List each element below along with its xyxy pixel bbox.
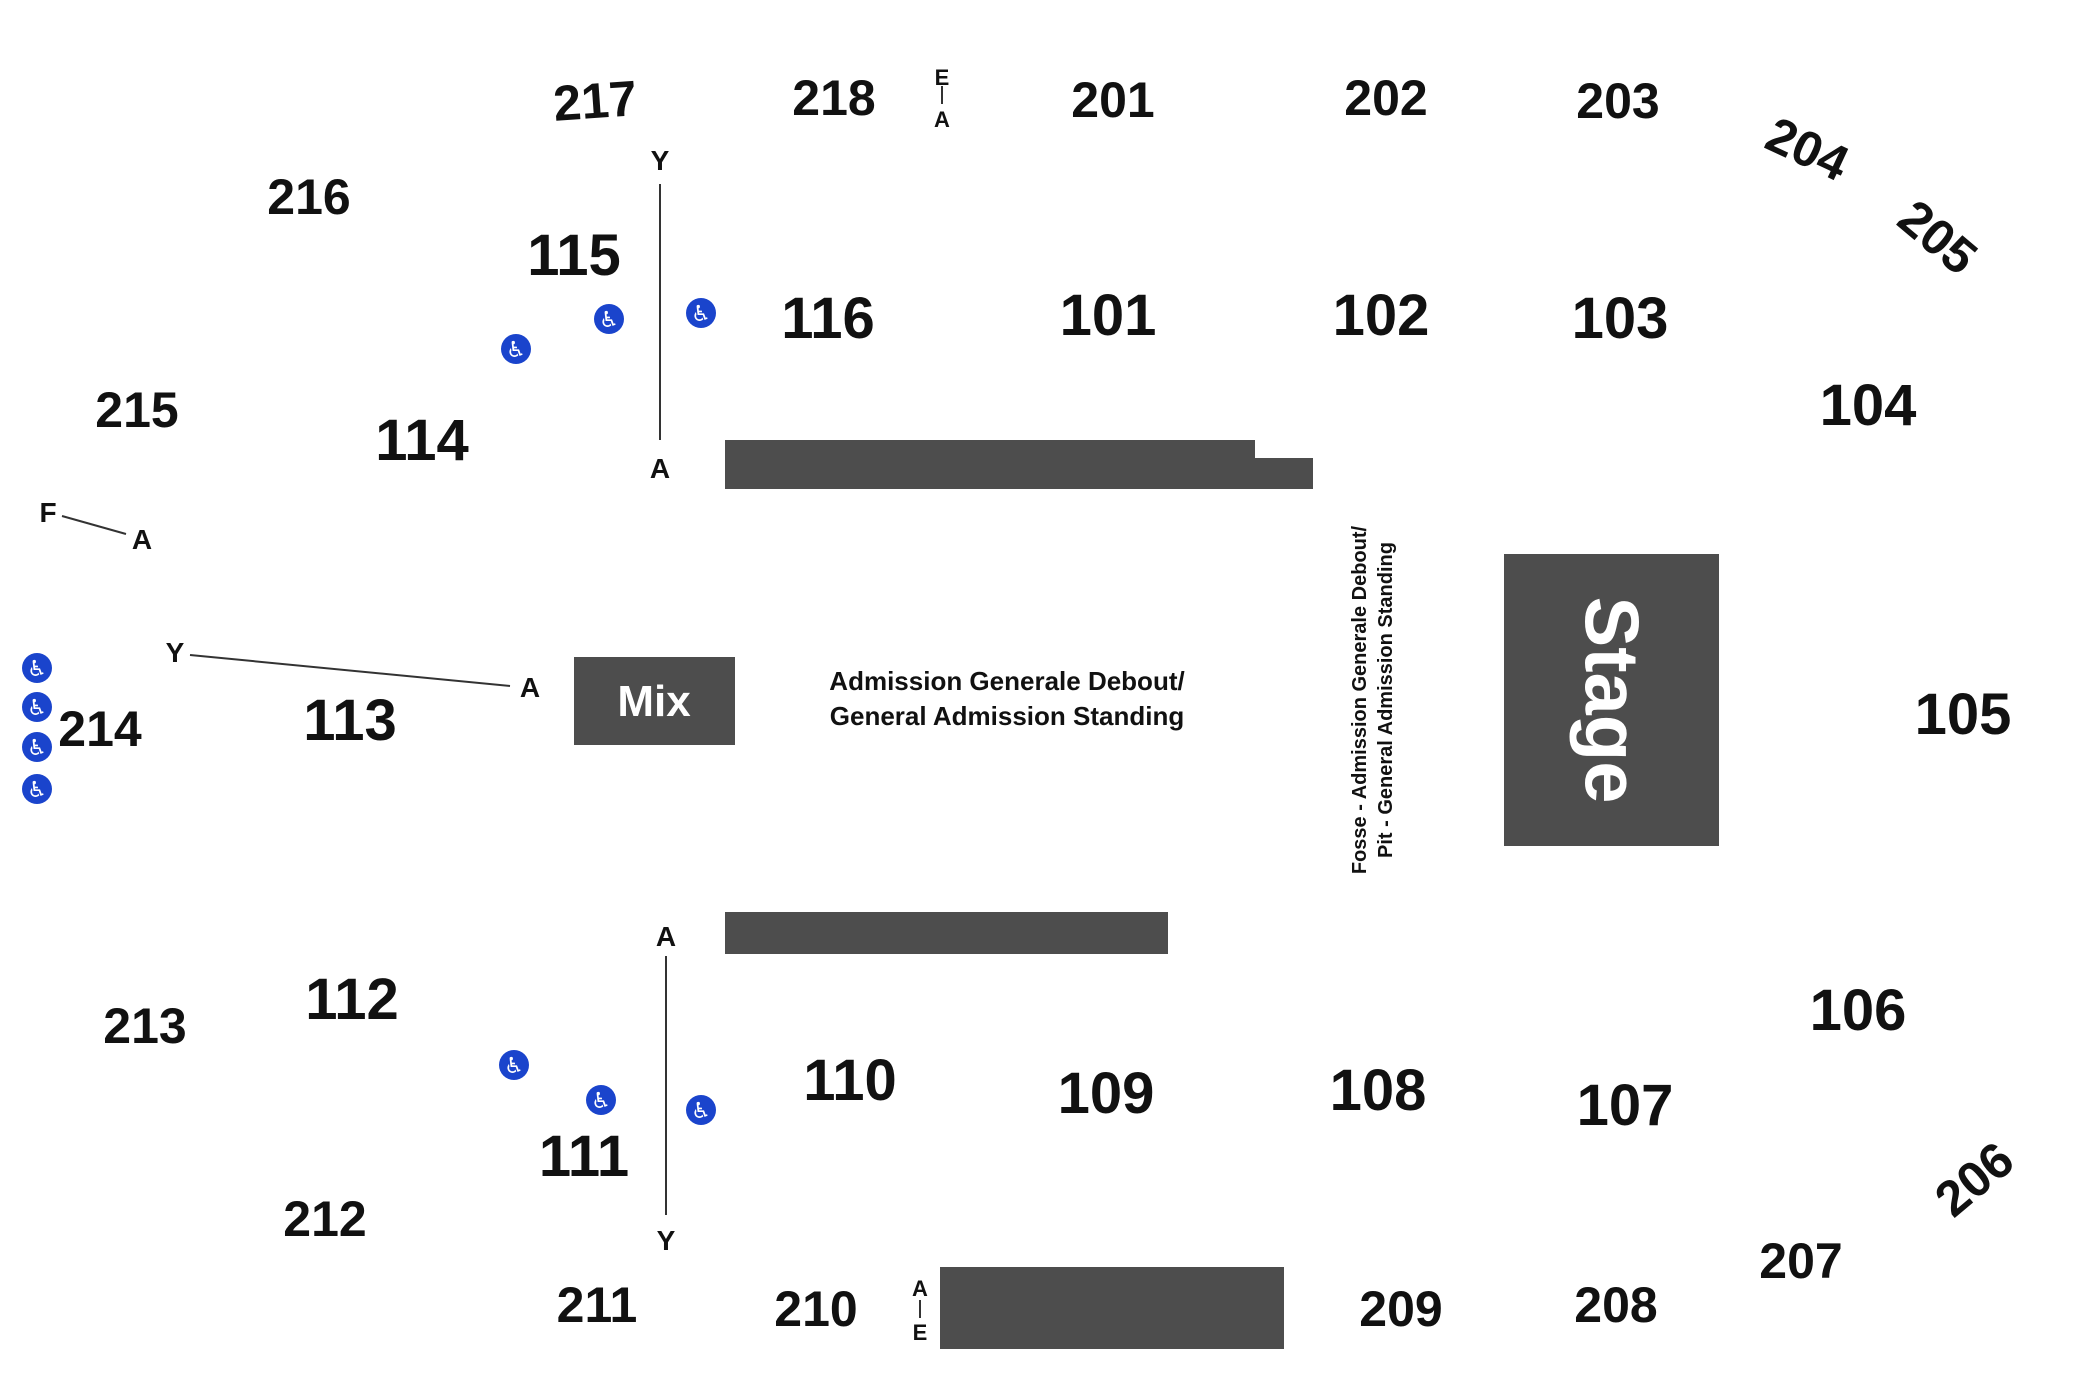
section-103[interactable]: 103 <box>1572 286 1669 351</box>
general-admission-label-line1: Admission Generale Debout/ <box>829 666 1184 696</box>
wheelchair-icon: ♿ <box>22 692 52 722</box>
section-211[interactable]: 211 <box>557 1277 638 1333</box>
svg-text:♿: ♿ <box>504 1054 524 1079</box>
svg-text:♿: ♿ <box>591 1089 611 1114</box>
wheelchair-icon: ♿ <box>686 298 716 328</box>
svg-text:♿: ♿ <box>691 302 711 327</box>
general-admission-label-line2: General Admission Standing <box>830 701 1184 731</box>
section-207[interactable]: 207 <box>1759 1233 1842 1289</box>
section-218[interactable]: 218 <box>792 70 875 126</box>
section-204[interactable]: 204 <box>1758 106 1857 192</box>
section-107[interactable]: 107 <box>1577 1073 1674 1138</box>
section-102[interactable]: 102 <box>1333 283 1430 348</box>
floor-barrier-top <box>725 440 1313 489</box>
row-marker-floor-y: Y <box>166 637 185 668</box>
row-marker-top-a: A <box>650 453 670 484</box>
section-217[interactable]: 217 <box>551 70 638 132</box>
wheelchair-icon: ♿ <box>686 1095 716 1125</box>
row-line-far-left <box>61 515 127 535</box>
bottom-platform <box>940 1267 1284 1349</box>
section-210[interactable]: 210 <box>774 1281 857 1337</box>
wheelchair-icon: ♿ <box>22 774 52 804</box>
row-marker-aisle-bottom-e: E <box>913 1320 928 1345</box>
section-216[interactable]: 216 <box>267 169 350 225</box>
section-106[interactable]: 106 <box>1810 978 1907 1043</box>
row-marker-bottom-y: Y <box>657 1225 676 1256</box>
section-206[interactable]: 206 <box>1924 1131 2024 1228</box>
svg-text:♿: ♿ <box>506 338 526 363</box>
row-marker-aisle-bottom-a: A <box>912 1276 928 1301</box>
section-112[interactable]: 112 <box>305 967 399 1032</box>
section-109[interactable]: 109 <box>1058 1061 1155 1126</box>
row-marker-far-a: A <box>132 524 152 555</box>
svg-text:♿: ♿ <box>27 736 47 761</box>
pit-label-line1: Fosse - Admission Generale Debout/ <box>1349 525 1371 874</box>
pit-label: Fosse - Admission Generale Debout/ Pit -… <box>1349 525 1397 874</box>
section-209[interactable]: 209 <box>1359 1281 1442 1337</box>
wheelchair-icon: ♿ <box>22 732 52 762</box>
section-208[interactable]: 208 <box>1574 1277 1657 1333</box>
svg-text:♿: ♿ <box>27 657 47 682</box>
row-marker-top-y: Y <box>651 145 670 176</box>
section-205[interactable]: 205 <box>1888 189 1988 286</box>
section-212[interactable]: 212 <box>283 1191 366 1247</box>
row-line-floor-left <box>189 654 511 687</box>
section-108[interactable]: 108 <box>1330 1058 1427 1123</box>
section-201[interactable]: 201 <box>1071 72 1154 128</box>
row-marker-floor-a: A <box>520 672 540 703</box>
section-214[interactable]: 214 <box>58 701 142 757</box>
section-215[interactable]: 215 <box>95 382 178 438</box>
pit-label-line2: Pit - General Admission Standing <box>1375 542 1397 858</box>
section-105[interactable]: 105 <box>1915 682 2012 747</box>
section-202[interactable]: 202 <box>1344 70 1427 126</box>
section-213[interactable]: 213 <box>103 998 186 1054</box>
row-marker-far-f: F <box>39 497 56 528</box>
wheelchair-icon: ♿ <box>501 334 531 364</box>
section-113[interactable]: 113 <box>303 688 397 753</box>
wheelchair-icon: ♿ <box>586 1085 616 1115</box>
wheelchair-icon: ♿ <box>594 304 624 334</box>
row-marker-aisle-top-a: A <box>934 107 950 132</box>
mix-booth: Mix <box>574 657 735 745</box>
section-114[interactable]: 114 <box>375 408 469 473</box>
svg-text:♿: ♿ <box>27 778 47 803</box>
row-marker-aisle-top-e: E <box>935 65 950 90</box>
wheelchair-icon: ♿ <box>499 1050 529 1080</box>
section-110[interactable]: 110 <box>803 1048 897 1113</box>
svg-text:♿: ♿ <box>27 696 47 721</box>
accessible-seating-group: ♿ ♿ ♿ ♿ ♿ ♿ ♿ ♿ ♿ ♿ <box>22 298 716 1125</box>
mix-label: Mix <box>617 677 691 726</box>
section-116[interactable]: 116 <box>781 286 875 351</box>
svg-text:♿: ♿ <box>599 308 619 333</box>
section-111[interactable]: 111 <box>539 1124 629 1189</box>
stage-label: Stage <box>1569 597 1654 804</box>
section-203[interactable]: 203 <box>1576 73 1659 129</box>
wheelchair-icon: ♿ <box>22 653 52 683</box>
section-101[interactable]: 101 <box>1060 283 1157 348</box>
row-marker-bottom-a: A <box>656 921 676 952</box>
svg-text:♿: ♿ <box>691 1099 711 1124</box>
section-115[interactable]: 115 <box>527 223 621 288</box>
stage: Stage <box>1504 554 1719 846</box>
floor-barrier-bottom <box>725 912 1168 954</box>
section-104[interactable]: 104 <box>1820 373 1917 438</box>
